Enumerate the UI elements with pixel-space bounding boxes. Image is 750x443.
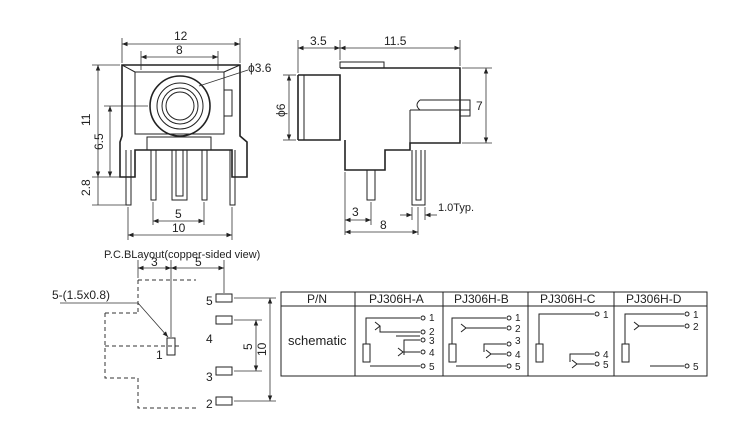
pin-c-1: 1 bbox=[603, 310, 609, 321]
schematic-pj306h-c bbox=[535, 311, 600, 369]
pcb-pin-label-1: 1 bbox=[156, 348, 163, 362]
pcb-layout bbox=[60, 260, 276, 409]
pcb-dim-right-a: 5 bbox=[241, 343, 255, 350]
pin-a-2: 2 bbox=[429, 327, 435, 338]
front-dim-center-height: 6.5 bbox=[92, 133, 106, 150]
schematic-pj306h-d bbox=[621, 311, 690, 369]
front-dim-pin-spacing-b: 10 bbox=[172, 221, 186, 235]
side-dim-barrel: ϕ6 bbox=[274, 103, 288, 117]
front-dim-hole: ϕ3.6 bbox=[248, 61, 272, 75]
pin-d-5: 5 bbox=[693, 362, 699, 373]
col-header-pj306h-b: PJ306H-B bbox=[454, 292, 509, 306]
side-dim-body: 11.5 bbox=[384, 34, 407, 48]
side-view bbox=[283, 40, 492, 235]
pin-b-3: 3 bbox=[515, 336, 521, 347]
pcb-dim-top-b: 5 bbox=[195, 255, 202, 269]
pcb-dim-top-a: 3 bbox=[151, 255, 158, 269]
side-dim-pin-spacing: 8 bbox=[380, 218, 387, 232]
pcb-pin-label-2: 2 bbox=[206, 397, 213, 411]
pcb-layout-title: P.C.BLayout(copper-sided view) bbox=[104, 249, 260, 261]
front-dim-inner-width: 8 bbox=[176, 43, 183, 57]
table-header-pn: P/N bbox=[307, 292, 327, 306]
pin-a-1: 1 bbox=[429, 313, 435, 324]
col-header-pj306h-a: PJ306H-A bbox=[369, 292, 424, 306]
pcb-dim-right-b: 10 bbox=[255, 342, 269, 356]
front-dim-pin-length: 2.8 bbox=[79, 179, 93, 196]
pin-b-1: 1 bbox=[515, 313, 521, 324]
pin-a-3: 3 bbox=[429, 336, 435, 347]
side-dim-front: 3.5 bbox=[310, 34, 327, 48]
schematic-pj306h-b bbox=[448, 315, 512, 369]
pin-b-2: 2 bbox=[515, 324, 521, 335]
pin-d-2: 2 bbox=[693, 322, 699, 333]
pcb-pin-label-3: 3 bbox=[206, 370, 213, 384]
front-view bbox=[92, 38, 249, 240]
side-dim-height: 7 bbox=[476, 99, 483, 113]
pcb-dim-hole-size: 5-(1.5x0.8) bbox=[52, 288, 110, 302]
front-dim-width: 12 bbox=[174, 29, 188, 43]
pin-b-5: 5 bbox=[515, 362, 521, 373]
pcb-pin-label-5: 5 bbox=[206, 294, 213, 308]
pcb-pin-label-4: 4 bbox=[206, 332, 213, 346]
schematic-pj306h-a bbox=[362, 315, 426, 369]
col-header-pj306h-d: PJ306H-D bbox=[626, 292, 682, 306]
col-header-pj306h-c: PJ306H-C bbox=[540, 292, 596, 306]
side-dim-pin-offset: 3 bbox=[352, 205, 359, 219]
side-dim-pin-thickness: 1.0Typ. bbox=[438, 202, 474, 214]
schematic-table bbox=[280, 291, 708, 377]
front-dim-height: 11 bbox=[79, 113, 93, 126]
pin-c-5: 5 bbox=[603, 360, 609, 371]
pin-a-5: 5 bbox=[429, 362, 435, 373]
front-dim-pin-spacing-a: 5 bbox=[175, 207, 182, 221]
table-row-label: schematic bbox=[288, 333, 347, 348]
pin-d-1: 1 bbox=[693, 310, 699, 321]
pin-a-4: 4 bbox=[429, 348, 435, 359]
pin-c-4: 4 bbox=[603, 350, 609, 361]
pin-b-4: 4 bbox=[515, 350, 521, 361]
